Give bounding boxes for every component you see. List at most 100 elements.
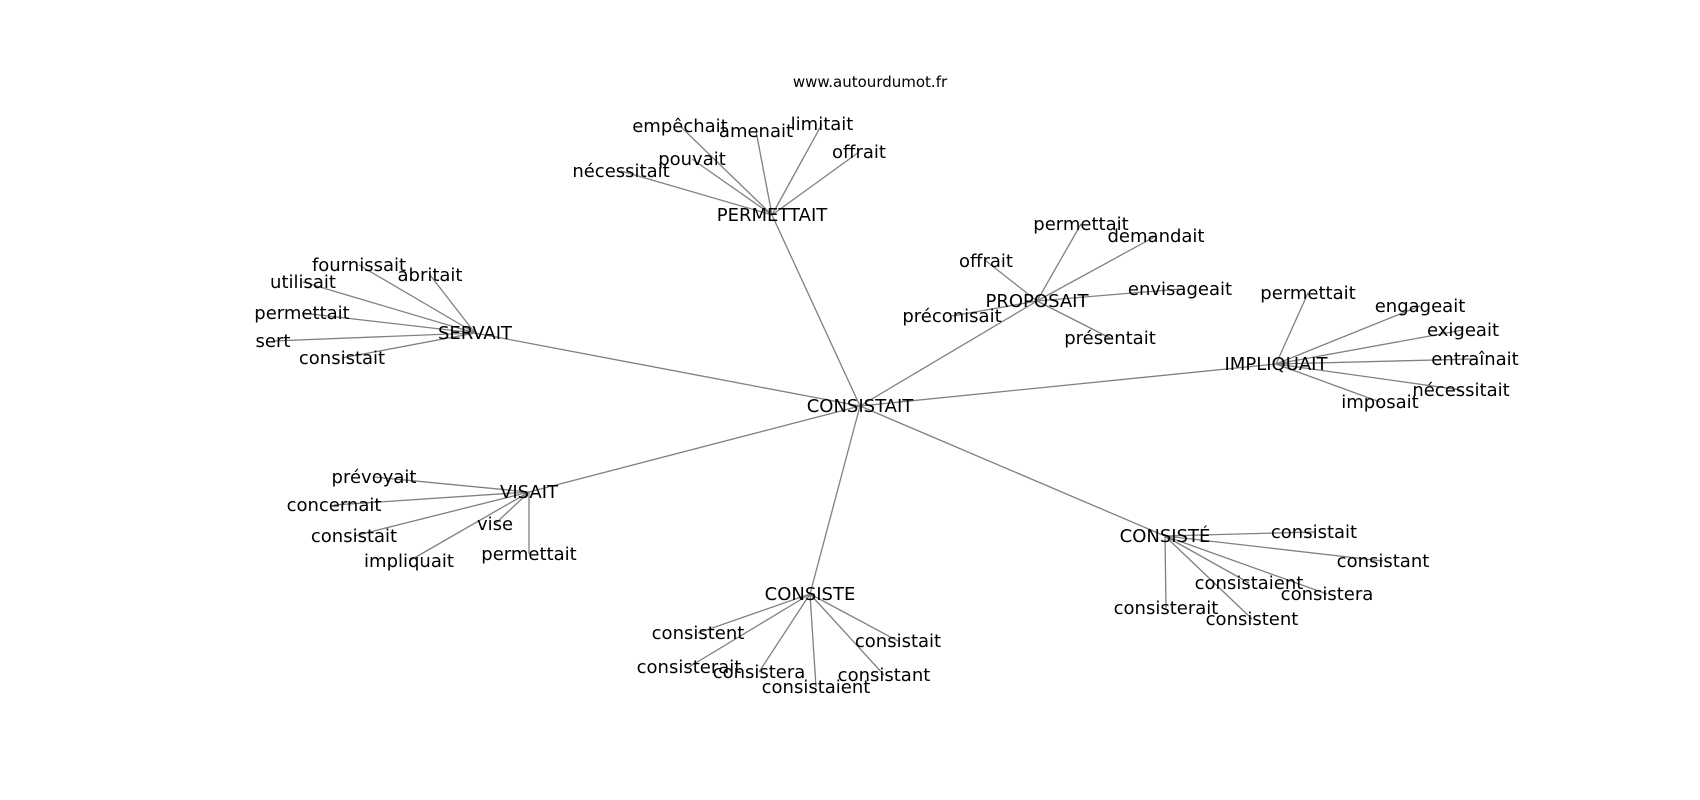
edge-hub-to-leaf: [951, 300, 1038, 317]
leaf-node-label: consistait: [855, 631, 941, 652]
leaf-node-label: permettait: [254, 303, 349, 324]
leaf-node-label: exigeait: [1427, 320, 1499, 341]
leaf-node-label: présentait: [1064, 328, 1156, 349]
edge-hub-to-leaf: [1275, 305, 1421, 365]
edge-hub-to-leaf: [809, 593, 899, 642]
edge-hub-to-leaf: [408, 491, 530, 562]
edges-layer: [272, 123, 1476, 688]
edge-hub-to-leaf: [758, 593, 811, 673]
edge-hub-to-leaf: [809, 593, 885, 676]
edge-hub-to-leaf: [494, 491, 530, 525]
hub-node-label: VISAIT: [500, 482, 559, 503]
hub-node-label: PROPOSAIT: [986, 291, 1090, 312]
leaf-node-label: utilisait: [270, 272, 336, 293]
leaf-node-label: consistaient: [1195, 573, 1304, 594]
leaf-node-label: consistera: [713, 662, 806, 683]
leaf-node-label: consisterait: [637, 657, 742, 678]
leaf-node-label: nécessitait: [1412, 380, 1509, 401]
edge-hub-to-leaf: [333, 491, 530, 506]
hub-node-label: IMPLIQUAIT: [1225, 354, 1329, 375]
leaf-node-label: concernait: [287, 495, 382, 516]
leaf-node-label: imposait: [1341, 392, 1418, 413]
edge-hub-to-leaf: [1164, 535, 1384, 562]
edge-hub-to-leaf: [1275, 358, 1476, 365]
edge-hub-to-leaf: [809, 593, 817, 688]
edge-root-to-hub: [859, 363, 1277, 407]
hub-node-label: PERMETTAIT: [717, 205, 829, 226]
leaf-node-label: limitait: [791, 114, 854, 135]
leaf-node-label: consistent: [1206, 609, 1299, 630]
edge-hub-to-leaf: [985, 260, 1038, 302]
hub-node-label: CONSISTÉ: [1120, 525, 1211, 547]
edge-hub-to-leaf: [301, 312, 476, 334]
edge-hub-to-leaf: [697, 593, 811, 634]
watermark-label: www.autourdumot.fr: [793, 73, 948, 91]
edge-hub-to-leaf: [679, 125, 773, 216]
edge-hub-to-leaf: [353, 491, 530, 537]
edge-hub-to-leaf: [1164, 535, 1328, 595]
edge-root-to-hub: [809, 405, 861, 595]
leaf-node-label: prévoyait: [332, 467, 417, 488]
labels-layer: empêchaitamenaitlimitaitoffraitpouvaitné…: [254, 114, 1518, 698]
leaf-node-label: préconisait: [902, 306, 1001, 327]
leaf-node-label: fournissait: [312, 255, 406, 276]
leaf-node-label: consistait: [311, 526, 397, 547]
leaf-node-label: sert: [256, 331, 291, 352]
edge-root-to-hub: [474, 332, 861, 407]
leaf-node-label: abritait: [397, 265, 462, 286]
leaf-node-label: permettait: [481, 544, 576, 565]
edge-hub-to-leaf: [771, 123, 823, 216]
edge-hub-to-leaf: [358, 264, 476, 334]
edge-hub-to-leaf: [272, 332, 476, 342]
leaf-node-label: offrait: [959, 251, 1013, 272]
leaf-node-label: consistant: [1337, 551, 1430, 572]
leaf-node-label: empêchait: [632, 116, 728, 137]
hub-node-label: SERVAIT: [438, 323, 513, 344]
leaf-node-label: impliquait: [364, 551, 454, 572]
leaf-node-label: consistaient: [762, 677, 871, 698]
leaf-node-label: nécessitait: [572, 161, 669, 182]
edge-root-to-hub: [771, 214, 861, 407]
edge-hub-to-leaf: [1275, 363, 1381, 403]
root-node-label: CONSISTAIT: [807, 396, 915, 417]
edge-hub-to-leaf: [1164, 535, 1253, 620]
edge-hub-to-leaf: [373, 476, 530, 493]
edge-hub-to-leaf: [755, 130, 773, 216]
edge-hub-to-leaf: [1036, 223, 1082, 302]
leaf-node-label: consistait: [299, 348, 385, 369]
leaf-node-label: consistait: [1271, 522, 1357, 543]
edge-hub-to-leaf: [771, 151, 860, 216]
leaf-node-label: amenait: [719, 121, 793, 142]
edge-root-to-hub: [859, 300, 1038, 407]
edge-hub-to-leaf: [1164, 531, 1315, 537]
edge-hub-to-leaf: [691, 158, 773, 216]
edge-hub-to-leaf: [1275, 329, 1464, 365]
edge-root-to-hub: [859, 405, 1166, 537]
leaf-node-label: permettait: [1260, 283, 1355, 304]
edge-hub-to-leaf: [1164, 535, 1167, 609]
leaf-node-label: offrait: [832, 142, 886, 163]
edge-hub-to-leaf: [688, 593, 811, 668]
edge-hub-to-leaf: [620, 170, 773, 216]
edge-hub-to-leaf: [302, 281, 476, 334]
edge-hub-to-leaf: [429, 274, 476, 334]
leaf-node-label: envisageait: [1128, 279, 1232, 300]
edge-hub-to-leaf: [1275, 363, 1462, 391]
edge-hub-to-leaf: [1164, 535, 1250, 584]
edge-hub-to-leaf: [1036, 288, 1181, 302]
leaf-node-label: consistant: [838, 665, 931, 686]
edge-hub-to-leaf: [1275, 292, 1309, 365]
leaf-node-label: vise: [477, 514, 513, 535]
leaf-node-label: permettait: [1033, 214, 1128, 235]
leaf-node-label: consisterait: [1114, 598, 1219, 619]
leaf-node-label: consistera: [1281, 584, 1374, 605]
leaf-node-label: consistent: [652, 623, 745, 644]
hub-node-label: CONSISTE: [765, 584, 856, 605]
edge-hub-to-leaf: [1036, 300, 1111, 339]
leaf-node-label: entraînait: [1431, 349, 1518, 370]
edge-root-to-hub: [528, 405, 861, 493]
edge-hub-to-leaf: [341, 332, 476, 359]
leaf-node-label: pouvait: [658, 149, 726, 170]
